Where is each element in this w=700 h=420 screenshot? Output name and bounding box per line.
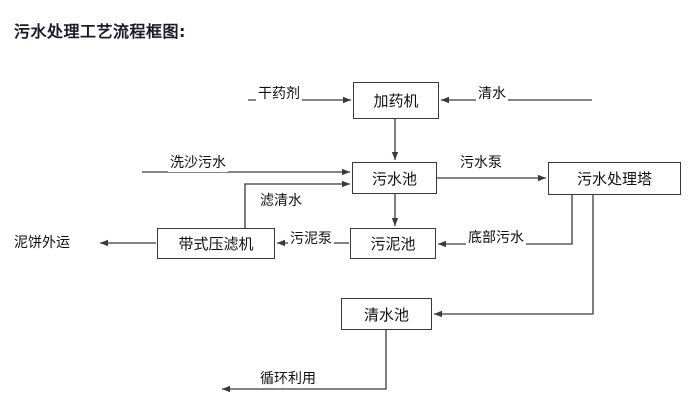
node-sludge-pool[interactable]: 污泥池 xyxy=(350,228,436,259)
terminal-label-mud-cake-out: 泥饼外运 xyxy=(14,235,70,251)
arrow-treatment-tower-to-clear-water-pool xyxy=(434,195,594,318)
edge-label-sludge-pump: 污泥泵 xyxy=(288,228,334,248)
node-treatment-tower-label: 污水处理塔 xyxy=(576,170,652,188)
node-dosing-machine-label: 加药机 xyxy=(373,92,419,110)
node-dosing-machine[interactable]: 加药机 xyxy=(353,82,439,119)
arrow-filtered-water-to-wastewater-pool xyxy=(244,180,350,228)
node-sludge-pool-label: 污泥池 xyxy=(370,235,416,253)
node-clear-water-pool-label: 清水池 xyxy=(363,305,409,324)
node-treatment-tower[interactable]: 污水处理塔 xyxy=(548,162,681,195)
edge-label-dry-reagent: 干药剂 xyxy=(256,83,302,103)
edge-label-bottom-sewage: 底部污水 xyxy=(466,227,526,247)
node-belt-filter-press-label: 带式压滤机 xyxy=(178,235,254,253)
edge-label-recycle-reuse: 循环利用 xyxy=(258,368,318,388)
edge-label-filtered-water: 滤清水 xyxy=(258,190,304,210)
edge-label-clean-water: 清水 xyxy=(476,83,508,103)
node-clear-water-pool[interactable]: 清水池 xyxy=(341,298,432,330)
node-wastewater-pool-label: 污水池 xyxy=(371,169,417,188)
node-wastewater-pool[interactable]: 污水池 xyxy=(352,162,437,194)
page-title: 污水处理工艺流程框图: xyxy=(14,22,186,41)
edge-label-sand-wash-sewage: 洗沙污水 xyxy=(168,152,228,172)
node-belt-filter-press[interactable]: 带式压滤机 xyxy=(157,228,275,259)
arrow-clear-water-pool-to-recycle xyxy=(222,330,387,393)
edge-label-sewage-pump: 污水泵 xyxy=(458,152,504,172)
